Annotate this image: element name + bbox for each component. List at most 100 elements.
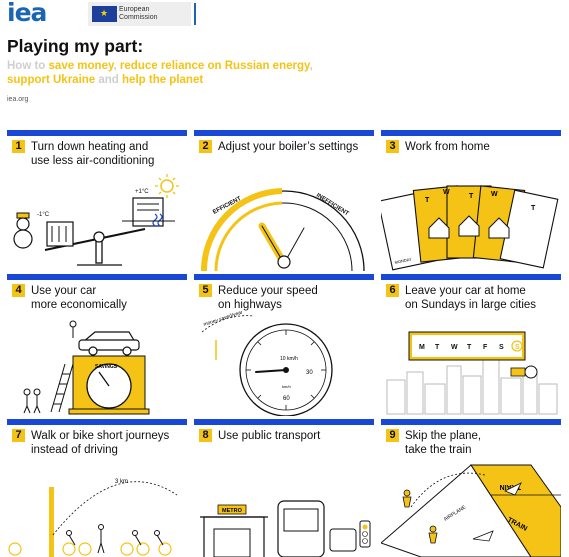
card-5-illustration: money saved/year 10 km/h 30 60 km/h	[201, 309, 333, 416]
eu-flag-icon	[92, 6, 117, 22]
card-6-number: 6	[386, 284, 399, 297]
card-turn-down-heating: -1°C +1°C 1 Turn down heating and use le…	[7, 130, 187, 271]
header-bar: iea European Commission	[0, 0, 569, 30]
card-3-title-line1: Work from home	[405, 141, 490, 153]
card-3-title: Work from home	[405, 140, 490, 154]
card-skip-the-plane: TRAIN TRAIN AIRPLANE 9 Skip the plane, t…	[381, 419, 561, 557]
subtitle-part-1: save money	[48, 60, 114, 72]
card-9-header: 9 Skip the plane, take the train	[386, 429, 557, 457]
subtitle-part-2: ,	[113, 60, 120, 72]
card-2-header: 2 Adjust your boiler’s settings	[199, 140, 370, 154]
card-7-title: Walk or bike short journeys instead of d…	[31, 429, 169, 457]
svg-text:T: T	[425, 197, 430, 204]
card-7-title-line2: instead of driving	[31, 444, 118, 456]
card-9-title-line2: take the train	[405, 444, 472, 456]
ec-divider	[194, 3, 196, 25]
svg-text:W: W	[443, 189, 450, 196]
svg-text:SAVINGS: SAVINGS	[95, 364, 118, 370]
card-4-title: Use your car more economically	[31, 284, 127, 312]
svg-text:10 km/h: 10 km/h	[280, 356, 298, 362]
svg-text:30: 30	[306, 370, 313, 376]
weekday-label: W	[451, 344, 458, 351]
ec-logo-text: European Commission	[119, 6, 179, 22]
card-4-title-line2: more economically	[31, 299, 127, 311]
snowman-icon	[16, 217, 30, 231]
svg-text:T: T	[531, 205, 536, 212]
subtitle-part-3: reduce reliance on Russian energy	[119, 60, 310, 72]
card-2-illustration: EFFICIENT INEFFICIENT	[201, 188, 365, 271]
card-6-title-line2: on Sundays in large cities	[405, 299, 537, 311]
cyclists-icon	[8, 542, 172, 556]
weekday-label: T	[435, 344, 440, 351]
card-2-title-line1: Adjust your boiler’s settings	[218, 141, 359, 153]
weekday-label: S	[515, 344, 520, 351]
card-1-header: 1 Turn down heating and use less air-con…	[12, 140, 183, 168]
card-9-title-line1: Skip the plane,	[405, 430, 482, 442]
svg-text:MONDAY: MONDAY	[394, 256, 412, 265]
tram-icon	[329, 528, 357, 552]
card-7-title-line1: Walk or bike short journeys	[31, 430, 170, 442]
weekday-label: F	[483, 344, 488, 351]
card-8-header: 8 Use public transport	[199, 429, 370, 443]
card-6-title-line1: Leave your car at home	[405, 285, 526, 297]
subtitle-part-0: How to	[7, 60, 49, 72]
card-4-illustration: SAVINGS	[23, 320, 150, 415]
weekday-label: M	[419, 344, 425, 351]
card-7-number: 7	[12, 429, 25, 442]
sun-icon	[160, 179, 174, 193]
iea-logo[interactable]: iea	[7, 0, 47, 27]
subtitle-part-4: ,	[309, 60, 313, 72]
card-work-from-home: W W T T T MONDAY 3 Work from home	[381, 130, 561, 271]
page-title: Playing my part:	[7, 36, 144, 56]
card-8-title: Use public transport	[218, 429, 320, 443]
card-1-illustration: -1°C +1°C	[13, 174, 179, 266]
card-1-title-line2: use less air-conditioning	[31, 155, 155, 167]
card-5-header: 5 Reduce your speed on highways	[199, 284, 370, 312]
card-3-illustration: W W T T T MONDAY	[381, 185, 559, 271]
card-3-number: 3	[386, 140, 399, 153]
ec-logo-line1: European	[119, 6, 150, 13]
svg-text:3 km: 3 km	[115, 479, 128, 485]
metro-sign-icon	[217, 504, 247, 515]
card-walk-or-bike: 3 km 7 Walk or bike short journeys inste…	[7, 419, 187, 557]
train-icon	[504, 482, 522, 496]
card-public-transport: METRO 8 Use public transport	[194, 419, 374, 557]
svg-text:W: W	[491, 191, 498, 198]
card-3-header: 3 Work from home	[386, 140, 557, 154]
card-use-car-economically: SAVINGS 4 Use your car more economically	[7, 274, 187, 416]
card-5-title-line1: Reduce your speed	[218, 285, 318, 297]
card-5-title-line2: on highways	[218, 299, 282, 311]
card-reduce-speed: money saved/year 10 km/h 30 60 km/h 5 Re…	[194, 274, 374, 416]
card-4-header: 4 Use your car more economically	[12, 284, 183, 312]
card-8-title-line1: Use public transport	[218, 430, 321, 442]
european-commission-logo[interactable]: European Commission	[88, 2, 196, 26]
card-leave-car-sundays: M T W T F S S 6 Leave your car at home on Sund…	[381, 274, 561, 416]
card-6-header: 6 Leave your car at home on Sundays in l…	[386, 284, 557, 312]
card-2-number: 2	[199, 140, 212, 153]
card-5-number: 5	[199, 284, 212, 297]
card-adjust-boiler: EFFICIENT INEFFICIENT 2 Adjust your boil…	[194, 130, 374, 271]
card-1-title-line1: Turn down heating and	[31, 141, 149, 153]
card-9-illustration: TRAIN TRAIN AIRPLANE	[381, 464, 561, 557]
card-1-title: Turn down heating and use less air-condi…	[31, 140, 154, 168]
card-5-title: Reduce your speed on highways	[218, 284, 318, 312]
subtitle-part-5: support Ukraine	[7, 74, 96, 86]
svg-text:km/h: km/h	[282, 384, 291, 389]
card-8-number: 8	[199, 429, 212, 442]
card-7-header: 7 Walk or bike short journeys instead of…	[12, 429, 183, 457]
card-1-number: 1	[12, 140, 25, 153]
card-6-title: Leave your car at home on Sundays in lar…	[405, 284, 536, 312]
card-4-title-line1: Use your car	[31, 285, 97, 297]
svg-text:TRAIN: TRAIN	[500, 483, 521, 490]
weekday-label: T	[467, 344, 472, 351]
subtitle-part-7: help the planet	[122, 74, 204, 86]
card-8-illustration: METRO	[200, 500, 371, 557]
weekday-label: S	[499, 344, 504, 351]
ec-logo-line2: Commission	[119, 14, 158, 21]
svg-text:60: 60	[283, 396, 290, 402]
airplane-icon	[472, 530, 494, 542]
card-9-title: Skip the plane, take the train	[405, 429, 481, 457]
svg-text:METRO: METRO	[222, 508, 243, 514]
source-link[interactable]: iea.org	[7, 96, 29, 103]
